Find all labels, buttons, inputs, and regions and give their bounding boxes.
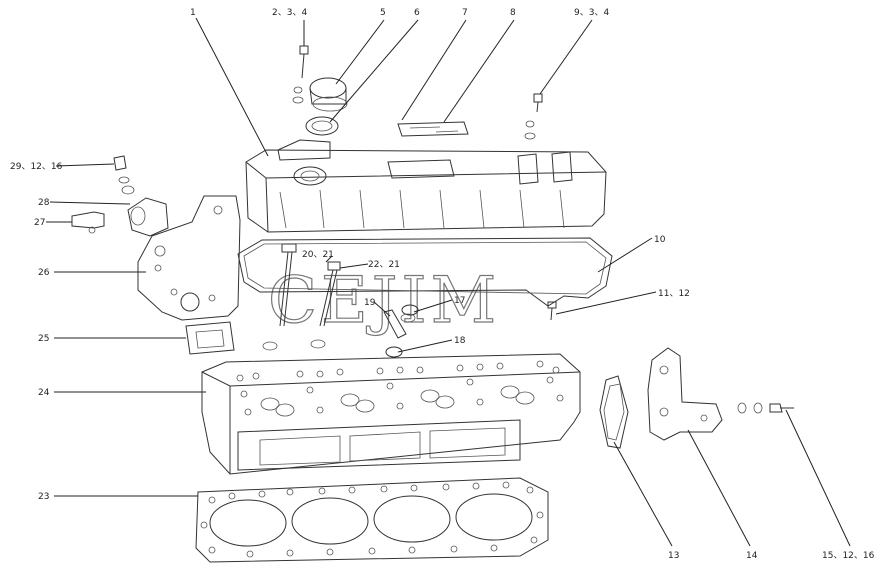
watermark-text: CEJIM — [268, 264, 500, 338]
callout-26: 26 — [38, 268, 50, 278]
head-bolts-part — [262, 243, 341, 351]
thermostat-housing-part — [127, 197, 169, 237]
bolt-15-part — [737, 402, 794, 414]
callout-28: 28 — [38, 198, 50, 208]
callout-labels: 1 2、3、4 5 6 7 8 9、3、4 10 11、12 13 14 15、… — [10, 8, 875, 561]
valve-cover-part — [245, 139, 607, 233]
callout-29-12-16: 29、12、16 — [10, 162, 63, 172]
bolt-11-part — [547, 301, 557, 321]
callout-6: 6 — [414, 8, 420, 18]
callout-24: 24 — [38, 388, 50, 398]
callout-22-21: 22、21 — [368, 260, 400, 270]
bolt-2-part — [292, 45, 309, 104]
injector-part — [383, 304, 419, 358]
callout-9-3-4: 9、3、4 — [574, 8, 609, 18]
callout-8: 8 — [510, 8, 516, 18]
callout-5: 5 — [380, 8, 386, 18]
head-gasket-part — [195, 477, 549, 563]
callout-23: 23 — [38, 492, 49, 502]
callout-19: 19 — [364, 298, 376, 308]
lifting-bracket-part — [647, 347, 723, 441]
callout-11-12: 11、12 — [658, 289, 690, 299]
cap-seal-part — [305, 116, 339, 136]
callout-1: 1 — [190, 8, 196, 18]
bolt-9-part — [524, 93, 543, 140]
leader-lines — [46, 17, 851, 547]
callout-17: 17 — [454, 296, 465, 306]
callout-20-21: 20、21 — [302, 250, 334, 260]
valve-cover-gasket-part — [237, 237, 613, 307]
intake-manifold-part — [137, 195, 241, 321]
callout-25: 25 — [38, 334, 49, 344]
callout-2-3-4: 2、3、4 — [272, 8, 307, 18]
callout-7: 7 — [462, 8, 468, 18]
cylinder-head-part — [201, 353, 581, 475]
callout-13: 13 — [668, 551, 679, 561]
callout-27: 27 — [34, 218, 45, 228]
bracket-gasket-part — [599, 375, 629, 449]
callout-10: 10 — [654, 235, 666, 245]
callout-14: 14 — [746, 551, 758, 561]
callout-15-12-16: 15、12、16 — [822, 551, 875, 561]
nameplate-part — [397, 121, 469, 137]
bolt-29-part — [113, 155, 135, 195]
oil-filler-cap-part — [309, 77, 348, 112]
intake-flange-gasket-part — [185, 321, 235, 355]
callout-18: 18 — [454, 336, 466, 346]
temperature-sensor-part — [71, 211, 105, 234]
